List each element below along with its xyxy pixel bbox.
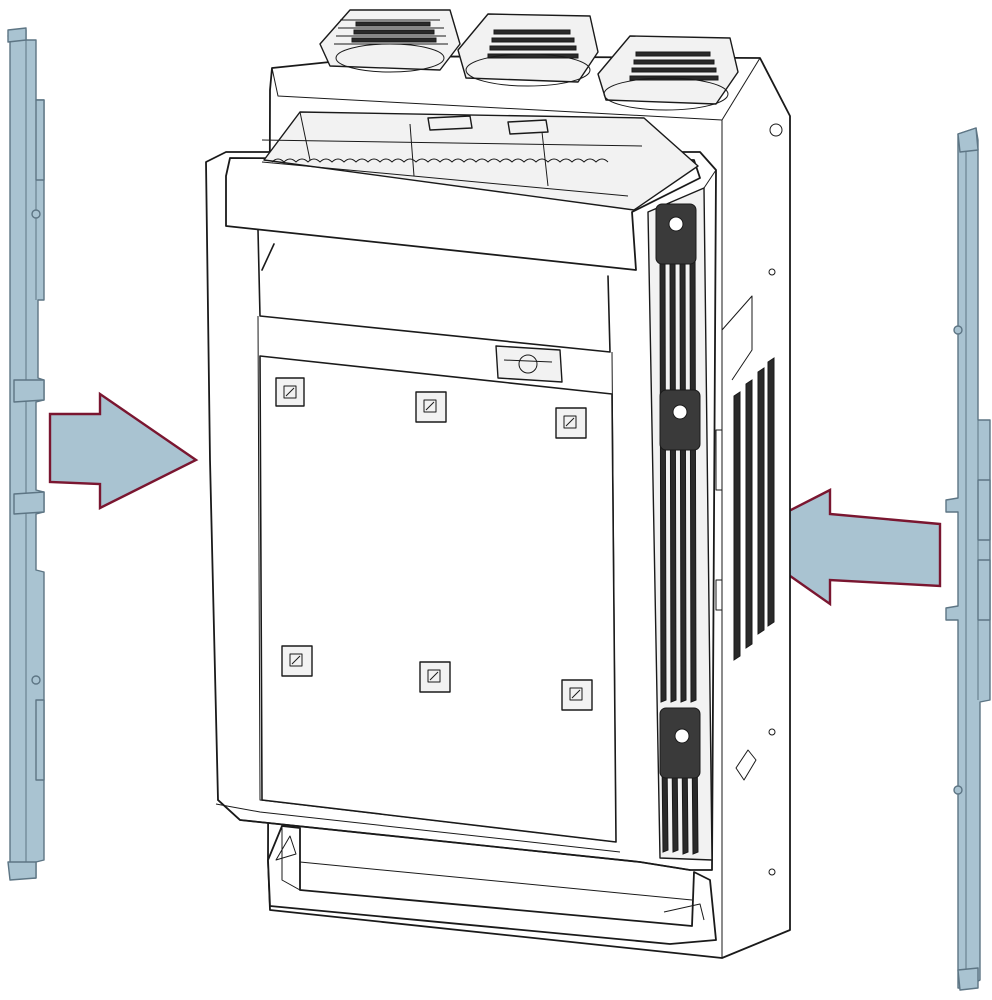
latch-icon — [495, 345, 563, 383]
indicator-window-3 — [555, 407, 587, 439]
indicator-window-1 — [275, 377, 305, 407]
fuse-switch-disconnector — [205, 9, 791, 959]
indicator-window-4 — [281, 645, 313, 677]
bottom-terminal — [267, 825, 717, 945]
indicator-window-5 — [419, 661, 451, 693]
indicator-window-6 — [561, 679, 593, 711]
top-terminal-3 — [597, 35, 739, 111]
side-vent-grille — [733, 357, 775, 661]
indicator-window-2 — [415, 391, 447, 423]
right-mounting-rail — [945, 127, 991, 991]
handle-ridges — [271, 158, 609, 163]
arrow-right-icon — [48, 391, 199, 510]
top-terminal-2 — [457, 13, 599, 87]
top-terminal-1 — [319, 9, 461, 73]
cover-side-connectors — [655, 203, 701, 779]
left-mounting-rail — [7, 27, 45, 881]
